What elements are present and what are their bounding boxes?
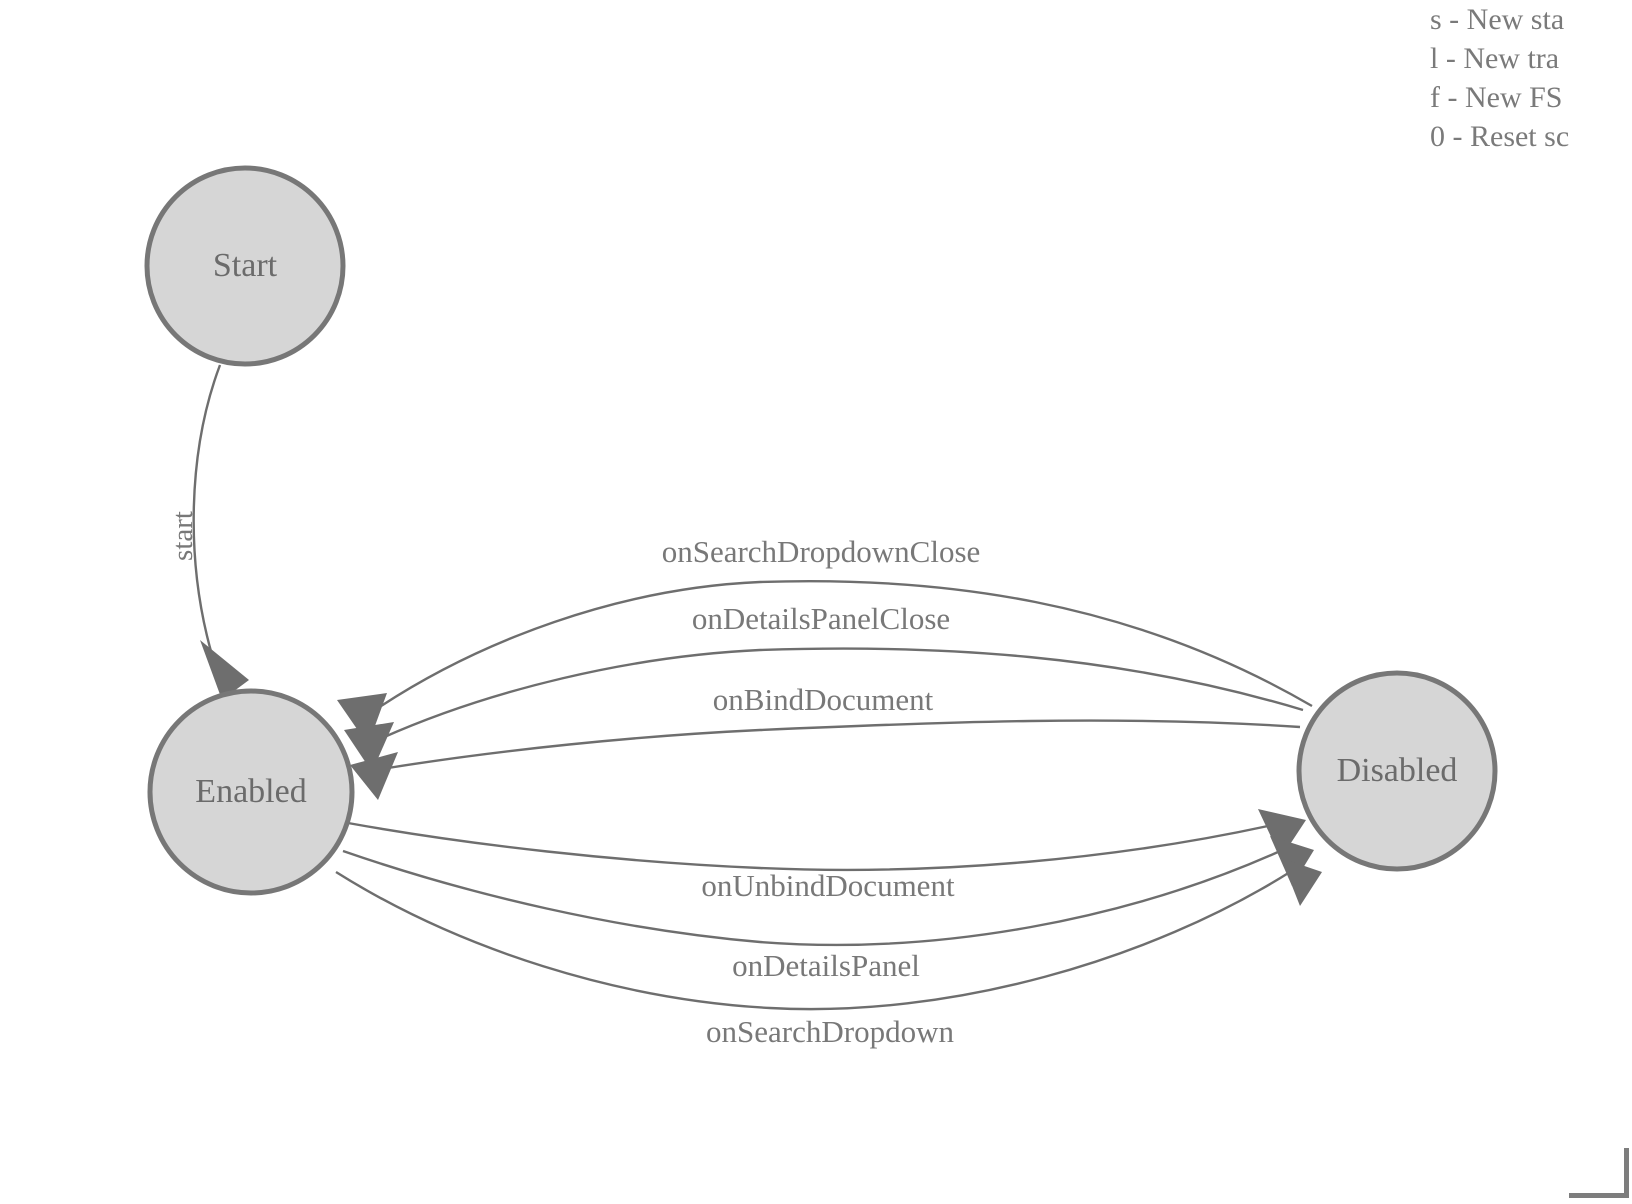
state-node-start-label: Start xyxy=(213,247,278,284)
transition-on-details-panel-close-path xyxy=(381,647,1304,740)
transition-on-details-panel-arrowhead xyxy=(1270,836,1314,886)
legend-line-new-fsm: f - New FS xyxy=(1430,81,1563,114)
transition-on-search-dropdown-close[interactable] xyxy=(337,579,1313,745)
transition-on-details-panel-close[interactable] xyxy=(344,647,1304,772)
transition-start-arrowhead xyxy=(200,640,249,700)
state-node-start-circle xyxy=(144,165,346,367)
transition-on-search-dropdown-arrowhead xyxy=(1281,858,1322,906)
transition-label-on-search-dropdown: onSearchDropdown xyxy=(706,1014,954,1049)
transition-on-search-dropdown-close-arrowhead xyxy=(337,693,387,745)
state-node-enabled[interactable]: Enabled xyxy=(147,688,355,896)
transition-on-bind-document-path xyxy=(387,719,1301,770)
transition-on-search-dropdown[interactable] xyxy=(335,858,1322,1011)
transition-label-on-details-panel-close: onDetailsPanelClose xyxy=(692,601,950,636)
transition-on-search-dropdown-close-path xyxy=(374,579,1313,711)
transition-on-details-panel-close-arrowhead xyxy=(344,722,394,772)
state-node-disabled-circle xyxy=(1296,670,1498,872)
legend-line-new-transition: l - New tra xyxy=(1430,42,1560,75)
transition-start-path xyxy=(192,364,222,656)
legend-line-new-state: s - New sta xyxy=(1430,3,1565,36)
transition-on-unbind-document[interactable] xyxy=(347,809,1306,872)
transition-on-details-panel[interactable] xyxy=(342,836,1314,947)
transition-label-on-bind-document: onBindDocument xyxy=(713,682,934,717)
transition-label-start: start xyxy=(167,511,199,561)
keyboard-shortcut-legend: s - New sta l - New tra f - New FS 0 - R… xyxy=(1430,0,1632,156)
state-node-enabled-label: Enabled xyxy=(195,773,306,810)
state-node-start[interactable]: Start xyxy=(144,165,346,367)
transition-label-on-details-panel: onDetailsPanel xyxy=(732,948,920,983)
transition-on-details-panel-path xyxy=(342,849,1279,947)
transition-on-search-dropdown-path xyxy=(335,870,1291,1011)
transition-start[interactable] xyxy=(192,364,249,700)
state-node-enabled-circle xyxy=(147,688,355,896)
transition-on-unbind-document-arrowhead xyxy=(1258,809,1306,858)
transition-label-on-unbind-document: onUnbindDocument xyxy=(701,868,955,903)
transition-on-bind-document[interactable] xyxy=(350,719,1301,800)
transition-on-bind-document-arrowhead xyxy=(350,752,398,800)
state-node-disabled-label: Disabled xyxy=(1337,752,1458,789)
corner-bracket-horizontal xyxy=(1569,1193,1629,1198)
legend-line-reset: 0 - Reset sc xyxy=(1430,120,1570,153)
transition-label-on-search-dropdown-close: onSearchDropdownClose xyxy=(662,534,981,569)
state-node-disabled[interactable]: Disabled xyxy=(1296,670,1498,872)
corner-bracket-vertical xyxy=(1624,1148,1629,1198)
transition-on-unbind-document-path xyxy=(347,821,1269,872)
